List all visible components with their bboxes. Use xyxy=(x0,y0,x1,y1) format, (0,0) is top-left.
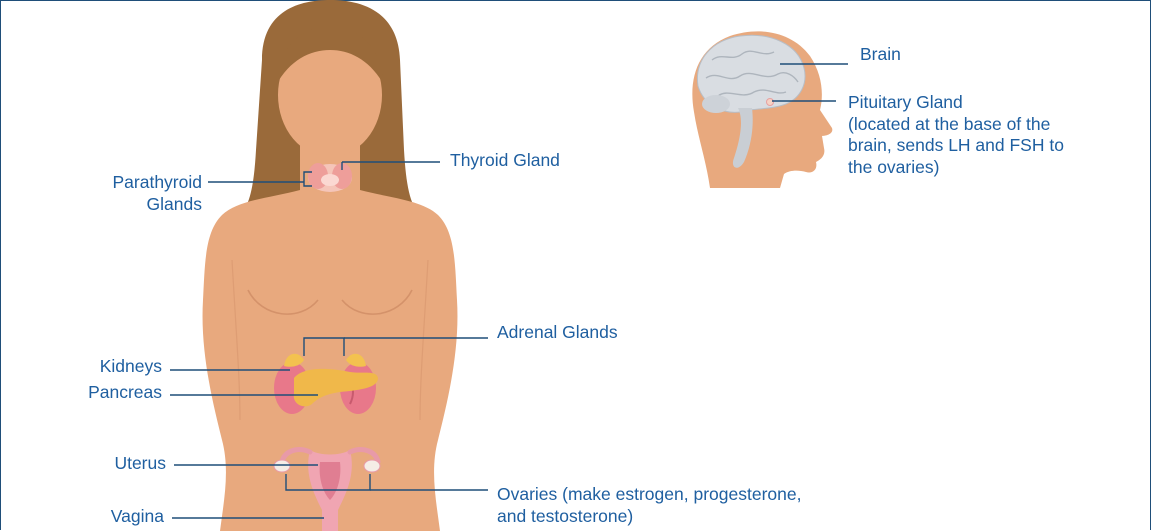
label-pancreas: Pancreas xyxy=(60,382,162,404)
thyroid-organ xyxy=(308,163,352,192)
pituitary-gland xyxy=(767,99,774,106)
label-kidneys: Kidneys xyxy=(60,356,162,378)
label-uterus: Uterus xyxy=(60,453,166,475)
label-parathyroid-glands: Parathyroid Glands xyxy=(84,172,202,215)
head-profile xyxy=(692,31,832,188)
label-pituitary-gland: Pituitary Gland (located at the base of … xyxy=(848,92,1064,178)
cerebellum xyxy=(702,95,730,113)
ovary-right xyxy=(364,460,380,472)
body-figure xyxy=(203,0,458,531)
label-ovaries: Ovaries (make estrogen, progesterone, an… xyxy=(497,484,801,527)
label-thyroid-gland: Thyroid Gland xyxy=(450,150,560,172)
label-adrenal-glands: Adrenal Glands xyxy=(497,322,618,344)
ovary-left xyxy=(274,460,290,472)
label-vagina: Vagina xyxy=(60,506,164,528)
label-brain: Brain xyxy=(860,44,901,66)
